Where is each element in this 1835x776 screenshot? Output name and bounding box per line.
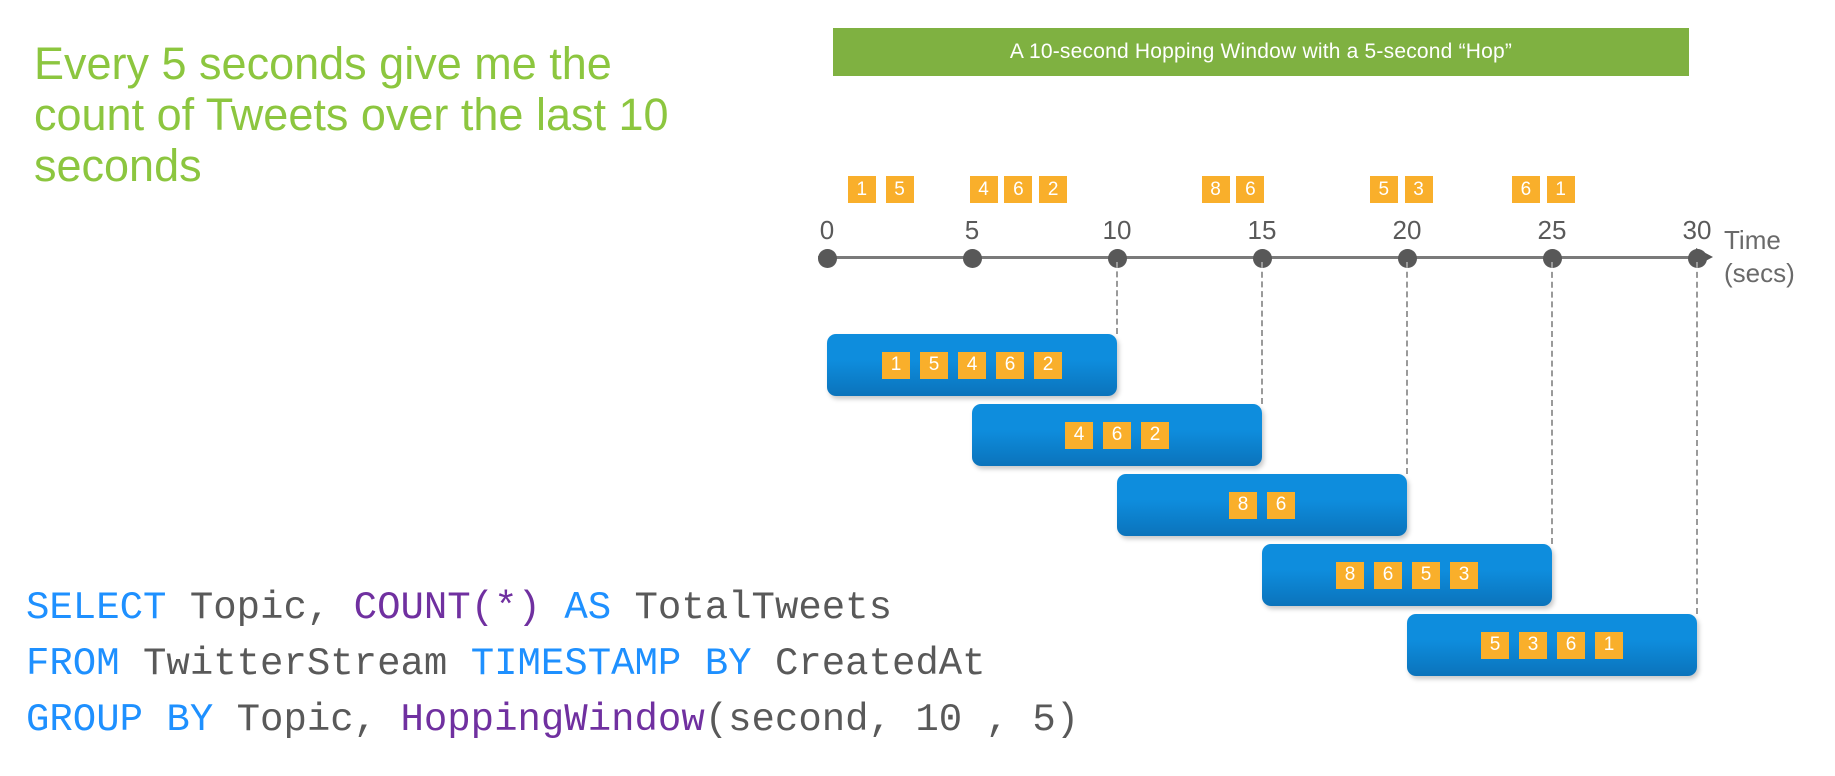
sql-token-id: [541, 586, 564, 630]
event-token: 5: [885, 176, 914, 203]
window-token: 3: [1450, 561, 1478, 589]
sql-line-3: GROUP BY Topic, HoppingWindow(second, 10…: [26, 692, 1079, 748]
window-token: 4: [1065, 421, 1093, 449]
event-token: 1: [847, 176, 876, 203]
banner: A 10-second Hopping Window with a 5-seco…: [833, 28, 1689, 76]
sql-line-2: FROM TwitterStream TIMESTAMP BY CreatedA…: [26, 636, 1079, 692]
window-token: 6: [1267, 491, 1295, 519]
window-token: 3: [1519, 631, 1547, 659]
event-token: 6: [1236, 176, 1265, 203]
window-token: 8: [1229, 491, 1257, 519]
event-token: 8: [1201, 176, 1230, 203]
window-token: 2: [1034, 351, 1062, 379]
timeline-tick-dot-5: [963, 249, 982, 268]
timeline-tick-dot-10: [1108, 249, 1127, 268]
window-token: 1: [1595, 631, 1623, 659]
event-token: 1: [1546, 176, 1575, 203]
timeline-dropline: [1696, 262, 1698, 614]
page-title: Every 5 seconds give me the count of Twe…: [34, 38, 682, 191]
event-token: 3: [1404, 176, 1433, 203]
window-token: 5: [1481, 631, 1509, 659]
sql-token-kw: AS: [564, 586, 612, 630]
timeline-dropline: [1406, 262, 1408, 474]
timeline-axis-label: Time (secs): [1724, 224, 1795, 290]
timeline-tick-label-20: 20: [1392, 215, 1422, 245]
event-token: 6: [1511, 176, 1540, 203]
timeline-axis-label-line1: Time: [1724, 225, 1781, 255]
banner-title: A 10-second Hopping Window with a 5-seco…: [1009, 40, 1513, 63]
sql-token-fn: COUNT(*): [353, 586, 541, 630]
timeline-tick-dot-30: [1688, 249, 1707, 268]
sql-token-id: CreatedAt: [751, 642, 986, 686]
timeline-tick-label-10: 10: [1102, 215, 1132, 245]
window-token: 6: [1557, 631, 1585, 659]
window-token: 5: [1412, 561, 1440, 589]
sql-token-kw: TIMESTAMP BY: [470, 642, 752, 686]
timeline-tick-dot-25: [1543, 249, 1562, 268]
event-token: 4: [969, 176, 998, 203]
timeline-tick-dot-0: [818, 249, 837, 268]
sql-token-kw: SELECT: [26, 586, 167, 630]
window-token: 6: [1103, 421, 1131, 449]
sql-token-id: Topic,: [213, 698, 401, 742]
window-token: 1: [882, 351, 910, 379]
window-token: 6: [996, 351, 1024, 379]
timeline-tick-label-5: 5: [964, 215, 980, 245]
sql-line-1: SELECT Topic, COUNT(*) AS TotalTweets: [26, 580, 1079, 636]
timeline-tick-label-30: 30: [1682, 215, 1712, 245]
timeline-tick-dot-20: [1398, 249, 1417, 268]
event-token: 6: [1004, 176, 1033, 203]
timeline-dropline: [1116, 262, 1118, 334]
sql-token-id: TwitterStream: [119, 642, 471, 686]
event-token: 5: [1369, 176, 1398, 203]
window-token: 2: [1141, 421, 1169, 449]
timeline-tick-label-25: 25: [1537, 215, 1567, 245]
timeline-axis-label-line2: (secs): [1724, 258, 1795, 288]
window-token: 6: [1374, 561, 1402, 589]
timeline-tick-dot-15: [1253, 249, 1272, 268]
window-token: 5: [920, 351, 948, 379]
window-token: 8: [1336, 561, 1364, 589]
sql-token-id: Topic,: [166, 586, 354, 630]
sql-token-id: TotalTweets: [611, 586, 892, 630]
window-token: 4: [958, 351, 986, 379]
sql-token-kw: FROM: [26, 642, 120, 686]
sql-token-fn: HoppingWindow: [400, 698, 705, 742]
timeline-tick-label-15: 15: [1247, 215, 1277, 245]
timeline-dropline: [1261, 262, 1263, 404]
timeline-tick-label-0: 0: [819, 215, 835, 245]
timeline-dropline: [1551, 262, 1553, 544]
sql-token-id: (second, 10 , 5): [704, 698, 1080, 742]
event-token: 2: [1039, 176, 1068, 203]
sql-token-kw: GROUP BY: [26, 698, 214, 742]
